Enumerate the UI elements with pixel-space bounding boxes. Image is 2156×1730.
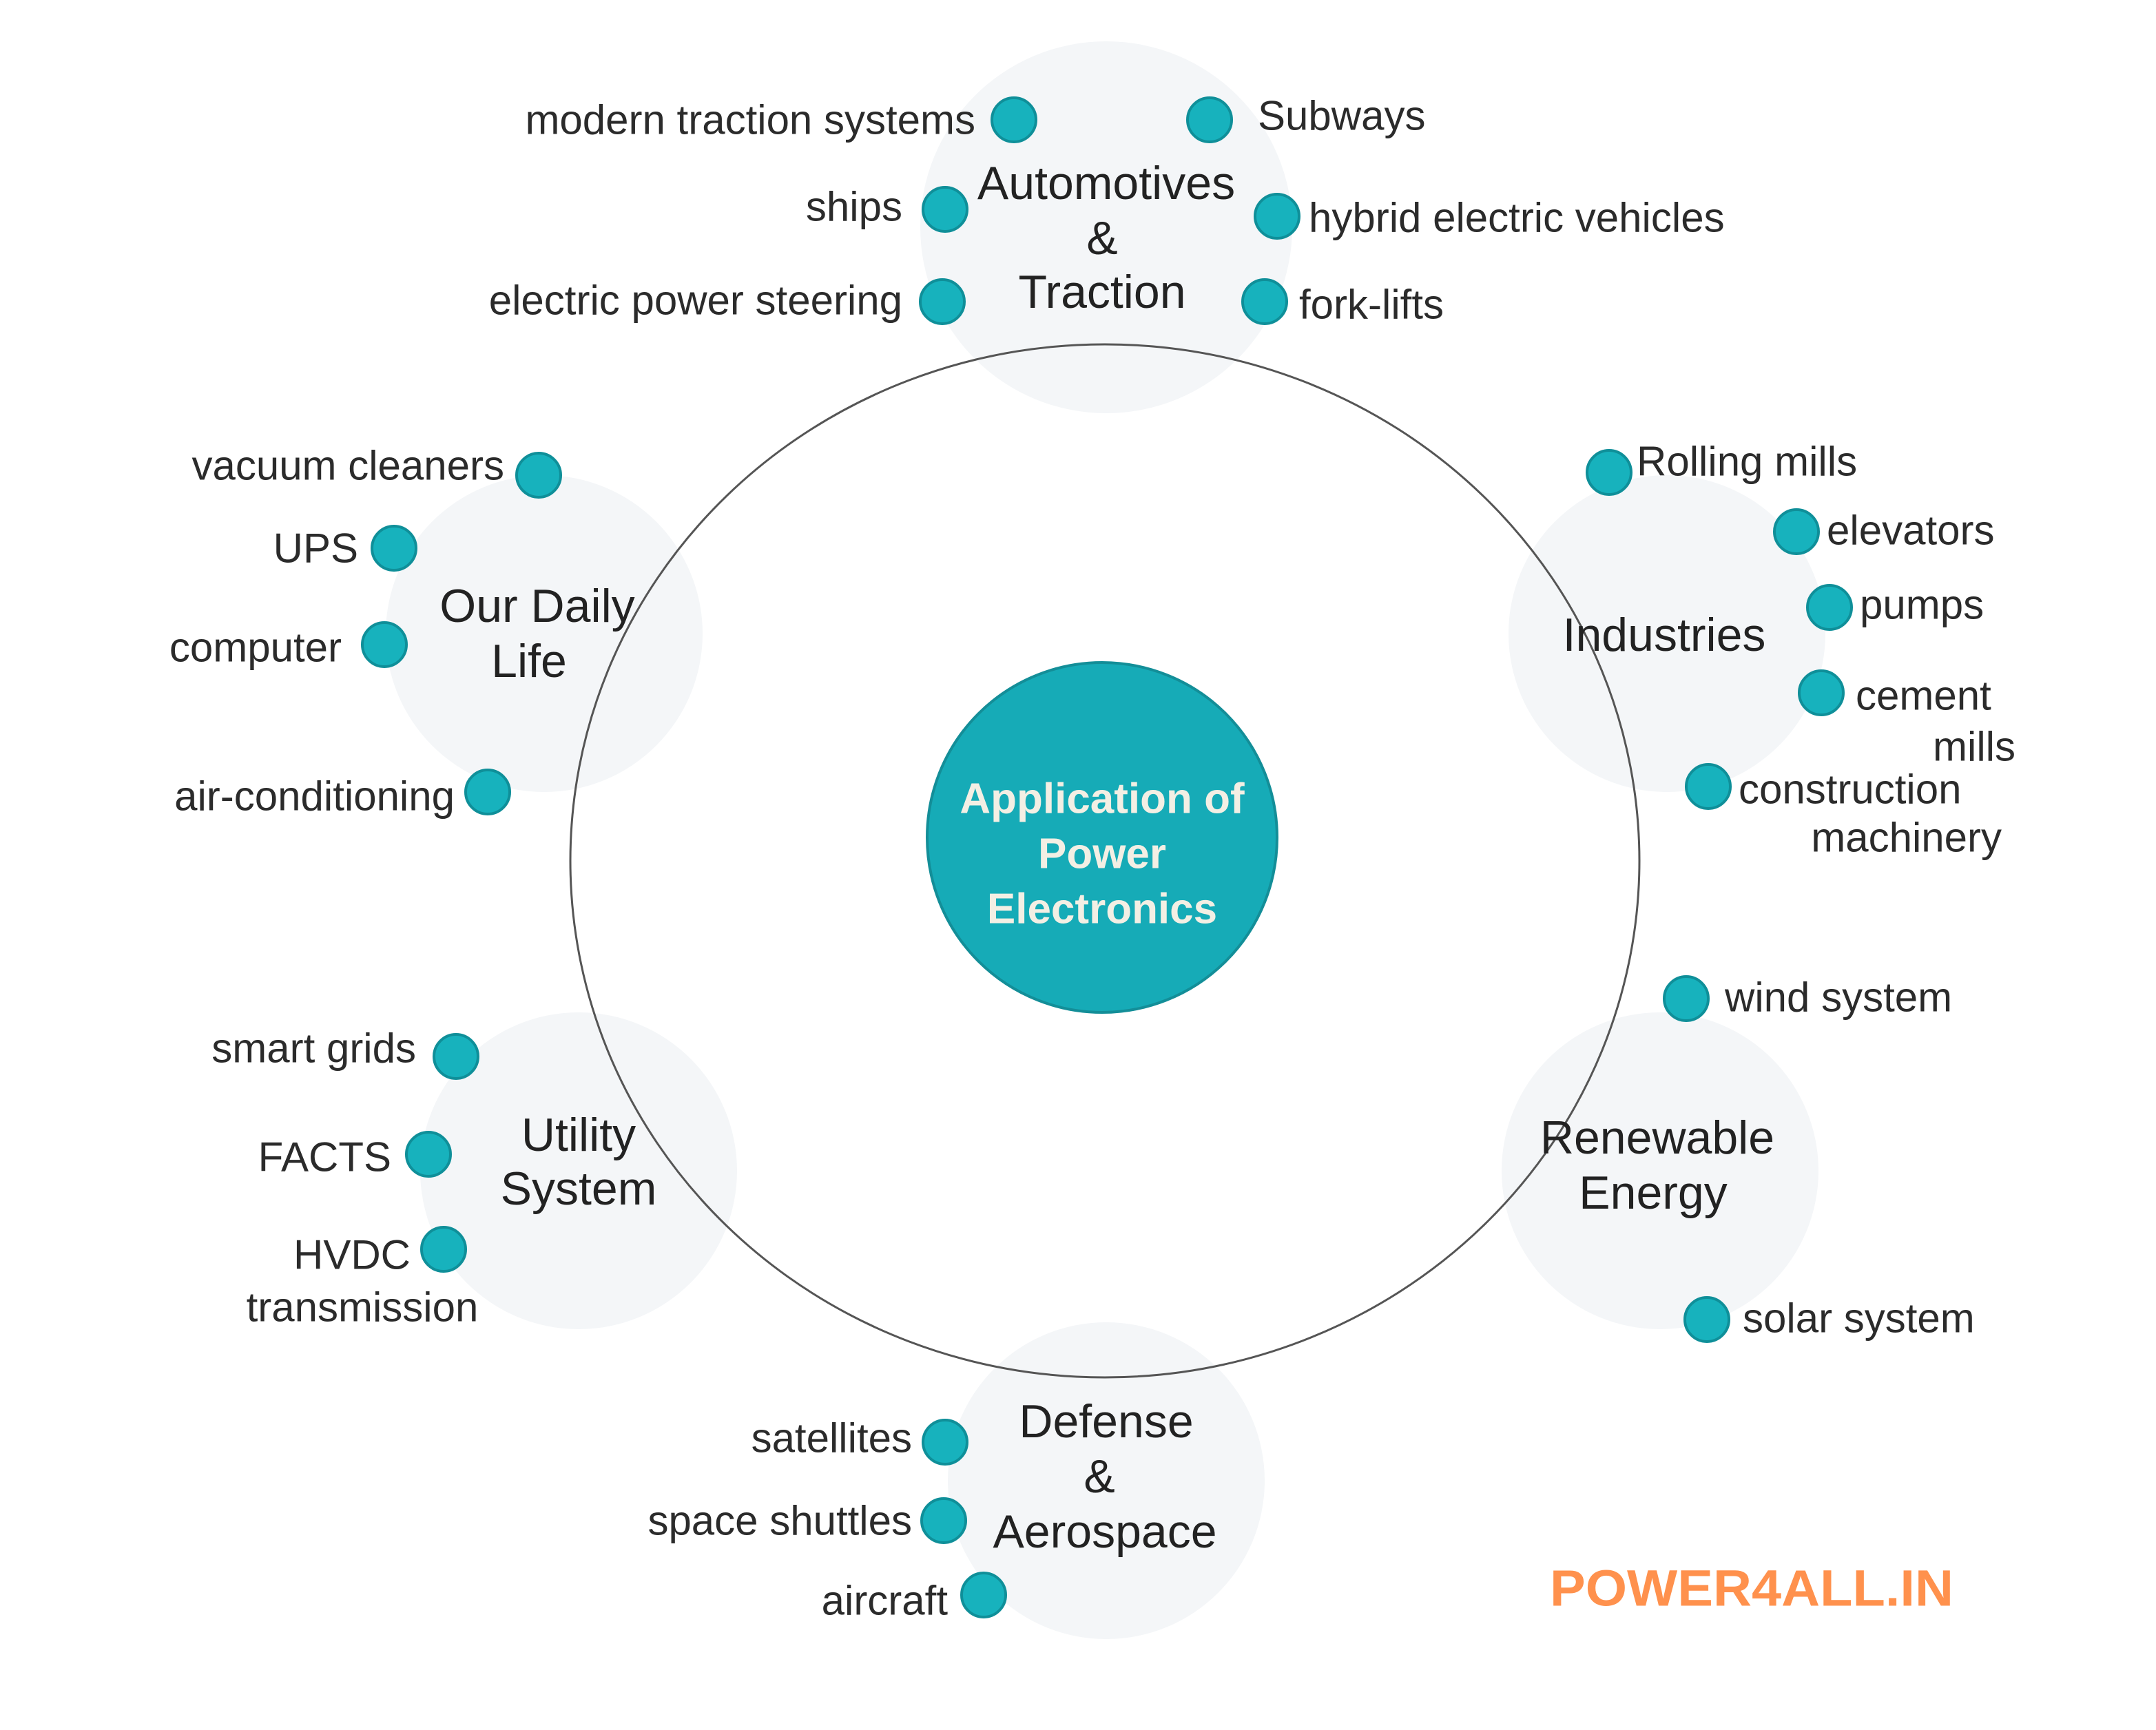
center-title-line1: Application of — [960, 775, 1245, 823]
category-automotive-line2: & — [1086, 212, 1117, 264]
category-daily-life-line2: Life — [491, 635, 567, 687]
bullet-dot-icon — [1773, 508, 1820, 555]
bullet-dot-icon — [433, 1033, 479, 1080]
category-automotive-line1: Automotives — [977, 157, 1235, 209]
bullet-dot-icon — [1586, 449, 1632, 496]
bullet-dot-icon — [922, 1419, 968, 1466]
item-label: solar system — [1743, 1295, 1975, 1342]
category-utility-line2: System — [501, 1163, 657, 1215]
bullet-dot-icon — [464, 769, 511, 815]
category-defense-line3: Aerospace — [993, 1505, 1216, 1558]
item-label: fork-lifts — [1299, 282, 1444, 328]
bullet-dot-icon — [1806, 584, 1853, 631]
category-renewable-line2: Energy — [1579, 1167, 1727, 1219]
bullet-dot-icon — [960, 1572, 1007, 1618]
bullet-dot-icon — [1663, 975, 1710, 1022]
item-label: satellites — [752, 1415, 912, 1461]
bullet-dot-icon — [920, 1497, 967, 1544]
item-label: cement — [1856, 673, 1991, 719]
category-daily-life-line1: Our Daily — [439, 580, 634, 632]
item-label: air-conditioning — [174, 773, 455, 820]
category-defense-line1: Defense — [1019, 1395, 1193, 1448]
item-label: vacuum cleaners — [191, 443, 504, 489]
bullet-dot-icon — [1254, 193, 1300, 240]
category-bg-utility — [420, 1012, 737, 1329]
category-defense-line2: & — [1084, 1450, 1115, 1503]
item-label: UPS — [273, 525, 358, 572]
bullet-dot-icon — [922, 186, 968, 233]
category-industries-line1: Industries — [1563, 609, 1766, 661]
item-label: computer — [169, 625, 342, 671]
item-label: electric power steering — [489, 278, 902, 324]
item-label: smart grids — [211, 1025, 416, 1072]
bullet-dot-icon — [919, 278, 966, 325]
bullet-dot-icon — [1186, 96, 1233, 143]
item-label: pumps — [1860, 582, 1984, 628]
bullet-dot-icon — [1685, 763, 1732, 810]
item-label: Rolling mills — [1637, 439, 1857, 485]
bullet-dot-icon — [405, 1131, 452, 1178]
outer-ring — [569, 343, 1641, 1379]
item-label: mills — [1933, 724, 2015, 770]
center-title-line2: Power — [1038, 831, 1166, 878]
bullet-dot-icon — [1683, 1296, 1730, 1343]
category-renewable-line1: Renewable — [1540, 1112, 1774, 1164]
category-bg-daily-life — [386, 475, 703, 792]
item-label: transmission — [247, 1284, 479, 1331]
item-label: ships — [806, 184, 902, 230]
bullet-dot-icon — [371, 525, 417, 572]
item-label: FACTS — [258, 1134, 391, 1180]
item-label: modern traction systems — [525, 97, 975, 143]
brand-logo: POWER4ALL.IN — [1550, 1560, 1953, 1617]
item-label: construction — [1739, 767, 1962, 813]
item-label: wind system — [1724, 975, 1952, 1021]
item-label: machinery — [1811, 815, 2002, 861]
bullet-dot-icon — [361, 621, 408, 668]
category-bg-renewable — [1502, 1012, 1818, 1329]
item-label: aircraft — [822, 1578, 949, 1624]
bullet-dot-icon — [515, 452, 562, 499]
item-label: HVDC — [293, 1232, 411, 1278]
center-title-line3: Electronics — [987, 886, 1217, 933]
item-label: elevators — [1827, 508, 1994, 554]
item-label: space shuttles — [647, 1498, 912, 1544]
item-label: hybrid electric vehicles — [1309, 195, 1725, 241]
bullet-dot-icon — [1798, 669, 1845, 716]
category-bg-industries — [1509, 475, 1825, 792]
bullet-dot-icon — [1241, 278, 1288, 325]
category-utility-line1: Utility — [521, 1109, 636, 1161]
center-circle — [926, 661, 1278, 1014]
category-bg-defense — [948, 1322, 1265, 1639]
item-label: Subways — [1258, 93, 1425, 139]
bullet-dot-icon — [420, 1226, 467, 1273]
category-automotive-line3: Traction — [1018, 266, 1185, 318]
bullet-dot-icon — [991, 96, 1037, 143]
